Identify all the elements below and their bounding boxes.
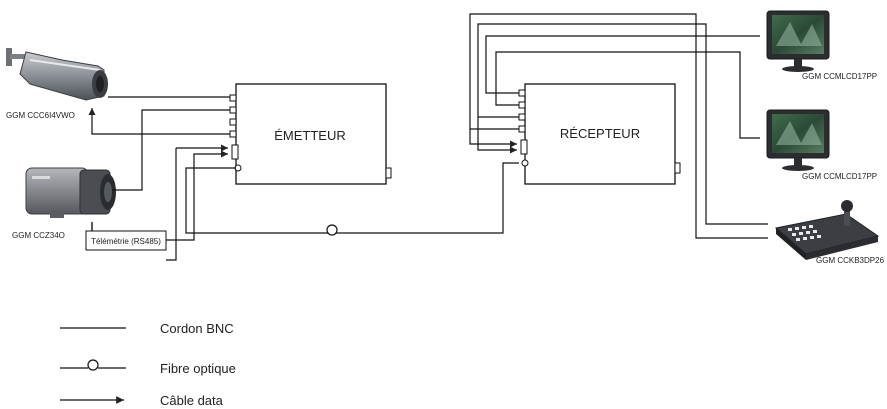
data-cables-right — [469, 13, 768, 239]
lcd-monitor-icon — [766, 109, 830, 171]
legend-fiber-marker — [87, 359, 99, 371]
receiver-ports — [518, 89, 681, 174]
fiber-optic-marker — [326, 224, 338, 236]
transmitter-box — [235, 83, 387, 185]
telemetry-box — [85, 230, 167, 251]
receiver-label: RÉCEPTEUR — [560, 126, 640, 141]
monitor-top-label: GGM CCMLCD17PP — [802, 72, 877, 81]
box-camera-label: GGM CCZ34O — [12, 231, 65, 240]
box-camera-icon — [25, 167, 116, 218]
legend-bnc-label: Cordon BNC — [160, 321, 234, 336]
lcd-monitor-icon — [766, 10, 830, 72]
bnc-cables-right — [485, 35, 760, 139]
fiber-optic-cable — [185, 162, 519, 234]
bullet-camera-icon — [6, 48, 108, 101]
data-cables-left — [88, 108, 230, 261]
ptz-keyboard-icon — [774, 200, 880, 260]
keyboard-label: GGM CCKB3DP26 — [816, 256, 885, 265]
legend-fiber-label: Fibre optique — [160, 361, 236, 376]
legend: Cordon BNC Fibre optique Câble data — [60, 321, 236, 408]
bnc-cables-left — [108, 96, 230, 191]
transmitter-label: ÉMETTEUR — [274, 128, 346, 143]
bullet-camera-label: GGM CCC6I4VWO — [6, 111, 75, 120]
telemetry-label: Télémétrie (RS485) — [91, 237, 161, 246]
legend-data-label: Câble data — [160, 393, 224, 408]
receiver-box — [524, 83, 676, 185]
monitor-bottom-label: GGM CCMLCD17PP — [802, 172, 877, 181]
